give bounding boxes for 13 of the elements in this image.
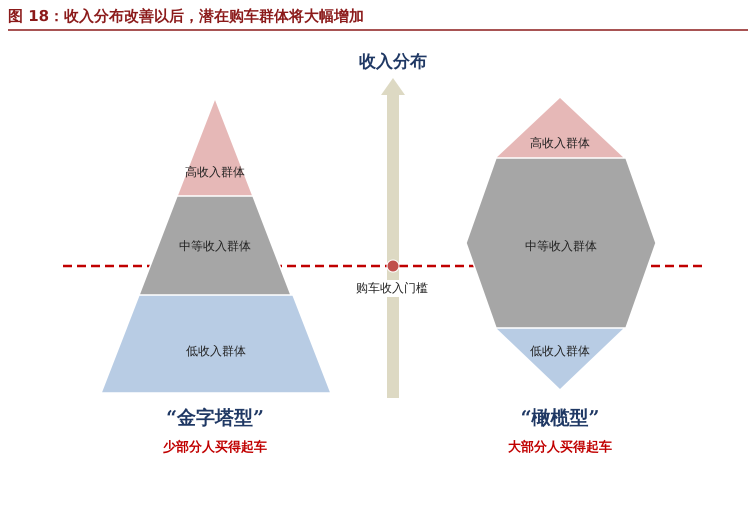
tier-label: 高收入群体 [184,164,246,181]
shape-note: 少部分人买得起车 [162,438,268,456]
shape-type-label: “金字塔型” [165,406,265,431]
tier-label: 低收入群体 [185,343,247,360]
tier-label: 中等收入群体 [524,238,598,255]
tier-label: 高收入群体 [529,135,591,152]
axis-label: 收入分布 [358,51,428,73]
figure-title: 图 18：收入分布改善以后，潜在购车群体将大幅增加 [8,7,364,26]
tier-label: 中等收入群体 [178,238,252,255]
threshold-label: 购车收入门槛 [356,280,428,297]
tier-label: 低收入群体 [529,343,591,360]
shape-type-label: “橄榄型” [520,406,600,431]
shape-note: 大部分人买得起车 [507,438,613,456]
